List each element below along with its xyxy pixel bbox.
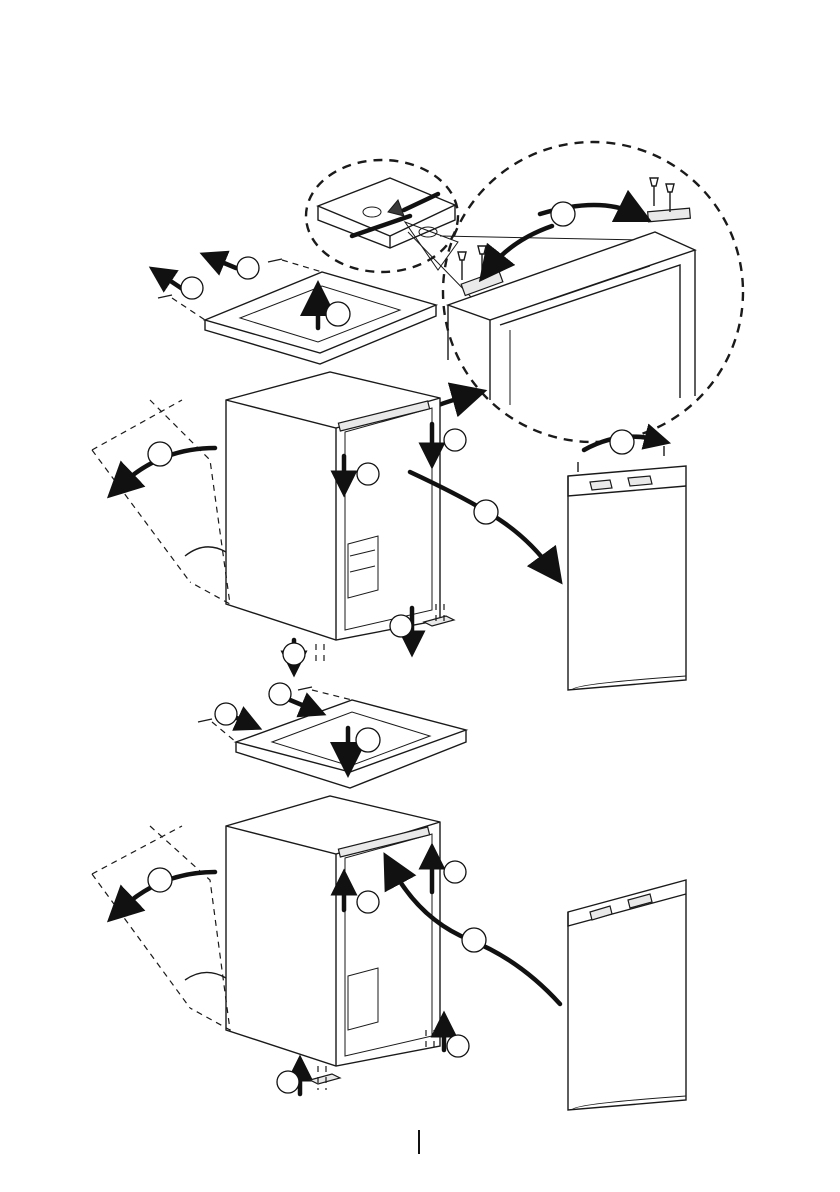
reinstall-sequence <box>92 683 686 1110</box>
fridge-top-corner <box>448 208 695 405</box>
door-panel-reinstall <box>568 880 686 1110</box>
hinge-bracket-icon <box>318 178 455 248</box>
transfer-arrow-left <box>490 226 552 268</box>
fridge-body-removal <box>226 372 440 640</box>
worktop-bottom <box>236 700 466 788</box>
worktop-top <box>205 272 436 364</box>
hinge-plate-right <box>648 208 691 222</box>
door-panel-removed <box>568 430 686 690</box>
fridge-body-reinstall <box>226 796 440 1066</box>
step-circle-icon <box>551 202 575 226</box>
page-marker <box>418 1130 420 1154</box>
removal-sequence <box>92 257 686 690</box>
door-swing-outline <box>150 400 230 604</box>
